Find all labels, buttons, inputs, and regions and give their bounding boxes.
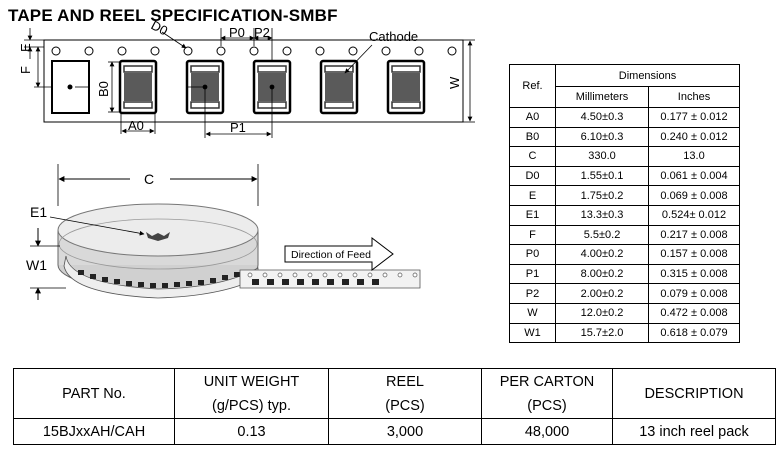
dim-mm-cell: 2.00±0.2 xyxy=(555,283,649,304)
dim-mm-cell: 330.0 xyxy=(555,146,649,167)
table-row: 15BJxxAH/CAH 0.13 3,000 48,000 13 inch r… xyxy=(13,418,776,445)
dim-ref-cell: P0 xyxy=(509,244,556,265)
dimensions-header: Dimensions xyxy=(555,64,740,87)
dim-in-cell: 0.240 ± 0.012 xyxy=(648,126,740,148)
dim-in-cell: 0.217 ± 0.008 xyxy=(648,224,740,246)
part-header: PART No. xyxy=(13,368,175,419)
dim-mm-cell: 13.3±0.3 xyxy=(555,204,649,226)
reel-header: REEL(PCS) xyxy=(328,368,482,419)
dim-ref-cell: W1 xyxy=(509,322,556,344)
label-e: E xyxy=(18,43,33,52)
label-a0: A0 xyxy=(128,118,144,133)
dim-in-cell: 0.177 ± 0.012 xyxy=(648,107,740,128)
label-c: C xyxy=(144,171,154,187)
dim-in-cell: 0.472 ± 0.008 xyxy=(648,302,740,324)
dim-ref-cell: P2 xyxy=(509,283,556,304)
label-w: W xyxy=(447,76,462,89)
dim-in-cell: 0.315 ± 0.008 xyxy=(648,263,740,285)
label-f: F xyxy=(18,66,33,74)
dim-ref-cell: C xyxy=(509,146,556,167)
description: 13 inch reel pack xyxy=(612,418,776,445)
reel-qty: 3,000 xyxy=(328,418,482,445)
dim-mm-cell: 12.0±0.2 xyxy=(555,302,649,324)
dim-in-cell: 0.524± 0.012 xyxy=(648,204,740,226)
dim-mm-cell: 1.55±0.1 xyxy=(555,165,649,187)
inch-header: Inches xyxy=(648,86,740,108)
dim-ref-cell: B0 xyxy=(509,126,556,148)
tape-reel-diagram: D0 P0 P2 Cathode F E B0 W A0 P1 C xyxy=(18,17,475,300)
dim-ref-cell: D0 xyxy=(509,165,556,187)
dim-ref-cell: E1 xyxy=(509,204,556,226)
carton-header: PER CARTON(PCS) xyxy=(481,368,613,419)
mm-header: Millimeters xyxy=(555,86,649,108)
reel xyxy=(57,203,259,292)
description-header: DESCRIPTION xyxy=(612,368,776,419)
dim-ref-cell: A0 xyxy=(509,107,556,128)
dim-mm-cell: 8.00±0.2 xyxy=(555,263,649,285)
carton-qty: 48,000 xyxy=(481,418,613,445)
label-cathode: Cathode xyxy=(369,29,418,44)
page-title: TAPE AND REEL SPECIFICATION-SMBF xyxy=(8,6,338,25)
label-e1: E1 xyxy=(30,204,47,220)
reel-tape xyxy=(63,255,421,299)
dim-in-cell: 0.157 ± 0.008 xyxy=(648,244,740,265)
dim-in-cell: 0.069 ± 0.008 xyxy=(648,185,740,206)
dim-ref-cell: F xyxy=(509,224,556,246)
label-b0: B0 xyxy=(96,81,111,97)
dim-ref-cell: P1 xyxy=(509,263,556,285)
dim-in-cell: 0.061 ± 0.004 xyxy=(648,165,740,187)
dim-mm-cell: 5.5±0.2 xyxy=(555,224,649,246)
dim-mm-cell: 6.10±0.3 xyxy=(555,126,649,148)
label-p0: P0 xyxy=(229,25,245,40)
label-d0: D0 xyxy=(149,17,171,38)
ref-header: Ref. xyxy=(509,64,556,108)
weight-header: UNIT WEIGHT(g/PCS) typ. xyxy=(174,368,329,419)
dim-mm-cell: 4.50±0.3 xyxy=(555,107,649,128)
part-table: PART No. UNIT WEIGHT(g/PCS) typ. REEL(PC… xyxy=(13,368,776,445)
part-number: 15BJxxAH/CAH xyxy=(13,418,175,445)
dim-in-cell: 0.618 ± 0.079 xyxy=(648,322,740,344)
dim-mm-cell: 1.75±0.2 xyxy=(555,185,649,206)
label-direction: Direction of Feed xyxy=(291,249,371,261)
dim-ref-cell: W xyxy=(509,302,556,324)
unit-weight: 0.13 xyxy=(174,418,329,445)
dim-ref-cell: E xyxy=(509,185,556,206)
feed-direction-arrow xyxy=(284,236,394,272)
dim-mm-cell: 15.7±2.0 xyxy=(555,322,649,344)
label-p2: P2 xyxy=(254,25,270,40)
dim-in-cell: 13.0 xyxy=(648,146,740,167)
dim-in-cell: 0.079 ± 0.008 xyxy=(648,283,740,304)
sprocket-holes xyxy=(51,46,457,56)
label-p1: P1 xyxy=(230,120,246,135)
label-w1: W1 xyxy=(26,257,47,273)
dim-mm-cell: 4.00±0.2 xyxy=(555,244,649,265)
